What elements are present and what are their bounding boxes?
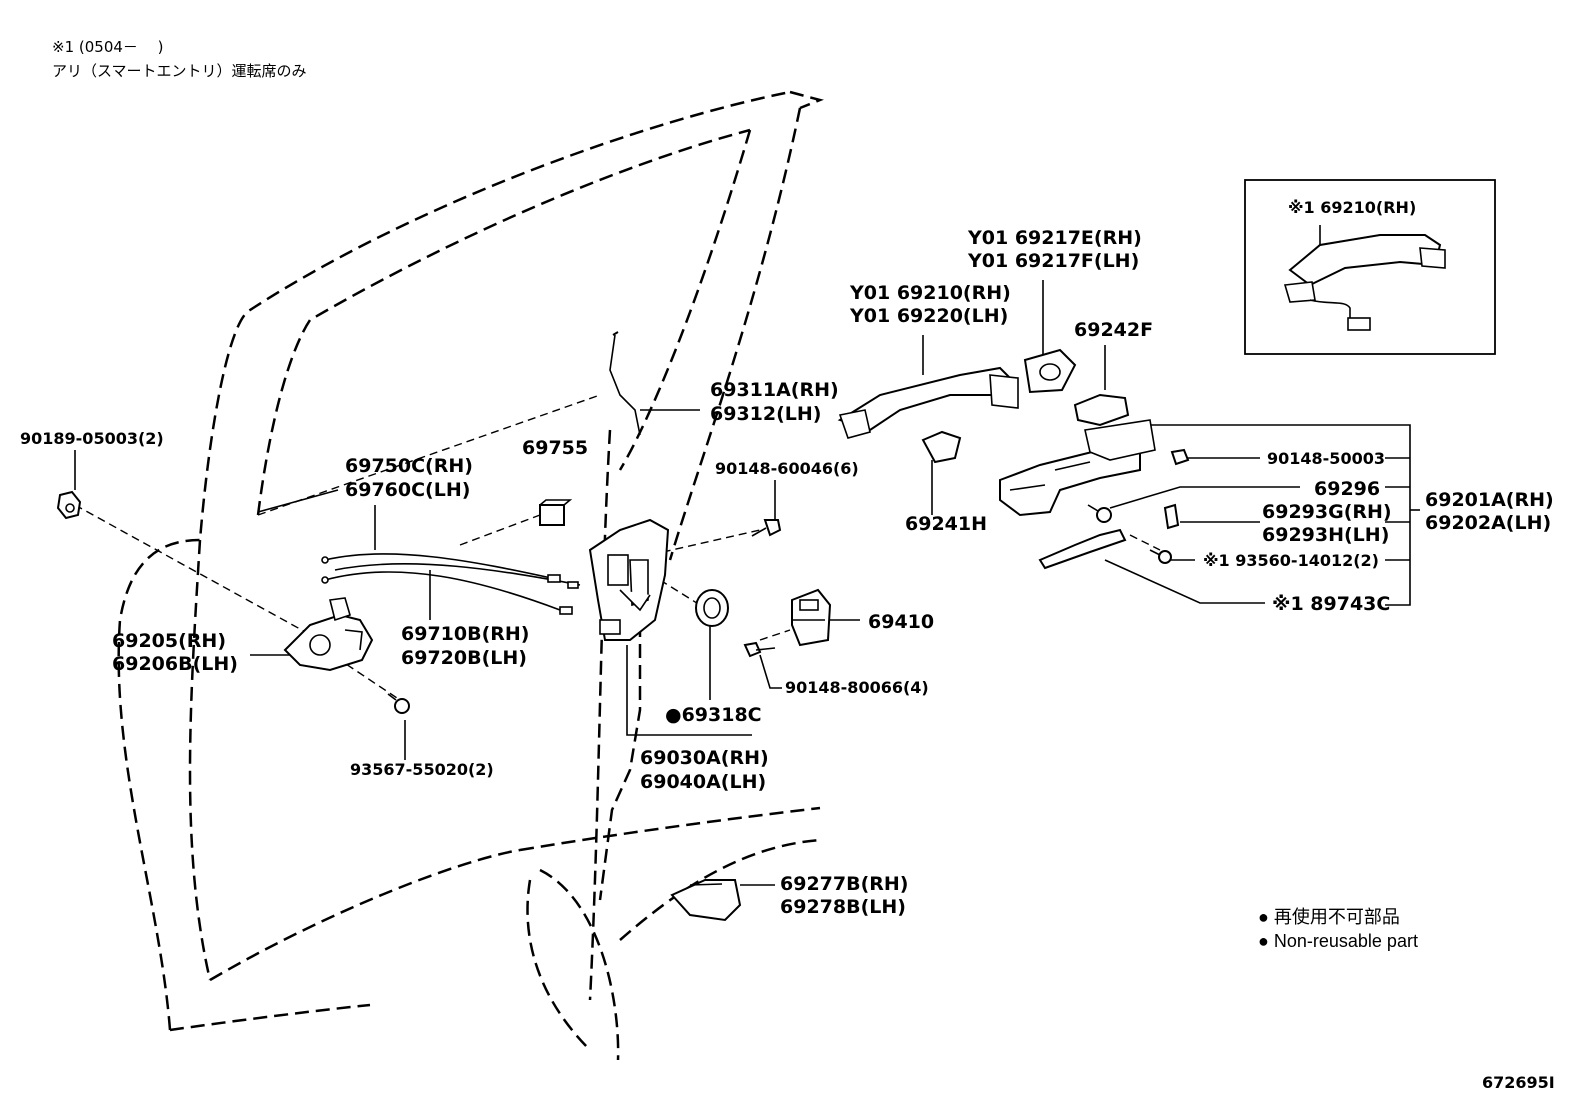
door-body-outline — [117, 90, 824, 1061]
handle-cover-69217e — [1023, 348, 1077, 394]
label-69755: 69755 — [522, 437, 588, 459]
outside-handle-69210 — [837, 366, 1019, 439]
label-69296: 69296 — [1314, 478, 1380, 500]
label-69293g-rh: 69293G(RH) — [1262, 501, 1392, 523]
label-69293h-lh: 69293H(LH) — [1262, 524, 1389, 546]
note-line-1: ※1 (0504－ ) — [52, 38, 164, 56]
inside-handle-69205 — [283, 597, 374, 672]
label-69760c-lh: 69760C(LH) — [345, 479, 470, 501]
label-93560-14012: ※1 93560-14012(2) — [1203, 551, 1379, 570]
bolt-69296 — [1087, 504, 1112, 523]
label-89743c: ※1 89743C — [1272, 593, 1390, 615]
label-69410: 69410 — [868, 611, 934, 633]
dashed-guides — [74, 394, 1161, 701]
label-93567-55020: 93567-55020(2) — [350, 760, 494, 779]
label-69040a-lh: 69040A(LH) — [640, 771, 766, 793]
pad-69242f — [1073, 393, 1130, 427]
part-69293g — [1163, 503, 1180, 530]
label-69201a-rh: 69201A(RH) — [1425, 489, 1554, 511]
striker-69410 — [791, 588, 832, 647]
handle-frame-69201a — [999, 419, 1156, 517]
label-69217f-lh: Y01 69217F(LH) — [967, 250, 1139, 272]
door-lock-cables — [321, 553, 581, 615]
pad-69755 — [539, 499, 573, 526]
pad-69241h — [921, 430, 962, 464]
screw-90148-60046 — [751, 519, 782, 537]
note-line-2: アリ（スマートエントリ）運転席のみ — [52, 62, 307, 80]
label-69318c: ●69318C — [665, 704, 762, 726]
label-69241h: 69241H — [905, 513, 987, 535]
label-90148-60046: 90148-60046(6) — [715, 459, 859, 478]
door-lock-assembly-69030a — [588, 518, 670, 641]
screw-93567 — [387, 693, 410, 714]
label-69220-lh: Y01 69220(LH) — [849, 305, 1008, 327]
label-69205-rh: 69205(RH) — [112, 630, 226, 652]
label-90189-05003: 90189-05003(2) — [20, 429, 164, 448]
screw-90148-80066 — [743, 641, 776, 658]
label-69202a-lh: 69202A(LH) — [1425, 512, 1551, 534]
legend-japanese: ● 再使用不可部品 — [1258, 907, 1400, 927]
clip-90189 — [56, 490, 82, 520]
label-69312-lh: 69312(LH) — [710, 403, 821, 425]
seal-ring-69318c — [695, 589, 729, 627]
label-69278b-lh: 69278B(LH) — [780, 896, 906, 918]
label-90148-80066: 90148-80066(4) — [785, 678, 929, 697]
pad-69277b — [670, 879, 742, 922]
inset-handle-69210 — [1283, 234, 1446, 331]
label-69750c-rh: 69750C(RH) — [345, 455, 473, 477]
label-69720b-lh: 69720B(LH) — [401, 647, 527, 669]
label-69311a-rh: 69311A(RH) — [710, 379, 839, 401]
screw-93560 — [1149, 549, 1172, 564]
label-69210-rh: Y01 69210(RH) — [849, 282, 1011, 304]
antenna-89743c — [1038, 528, 1127, 570]
screw-90148-50003 — [1170, 448, 1190, 466]
label-90148-50003: 90148-50003 — [1267, 449, 1385, 468]
label-69030a-rh: 69030A(RH) — [640, 747, 769, 769]
figure-id: 672695I — [1482, 1073, 1555, 1092]
lock-rod-69311a — [609, 331, 641, 436]
label-69242f: 69242F — [1074, 319, 1153, 341]
label-69206b-lh: 69206B(LH) — [112, 653, 238, 675]
label-69277b-rh: 69277B(RH) — [780, 873, 908, 895]
leader-lines — [74, 225, 1420, 886]
inset-box: ※1 69210(RH) — [1244, 179, 1496, 355]
label-69710b-rh: 69710B(RH) — [401, 623, 529, 645]
inset-label: ※1 69210(RH) — [1288, 198, 1416, 217]
label-69217e-rh: Y01 69217E(RH) — [967, 227, 1142, 249]
legend-english: ● Non-reusable part — [1258, 931, 1418, 951]
